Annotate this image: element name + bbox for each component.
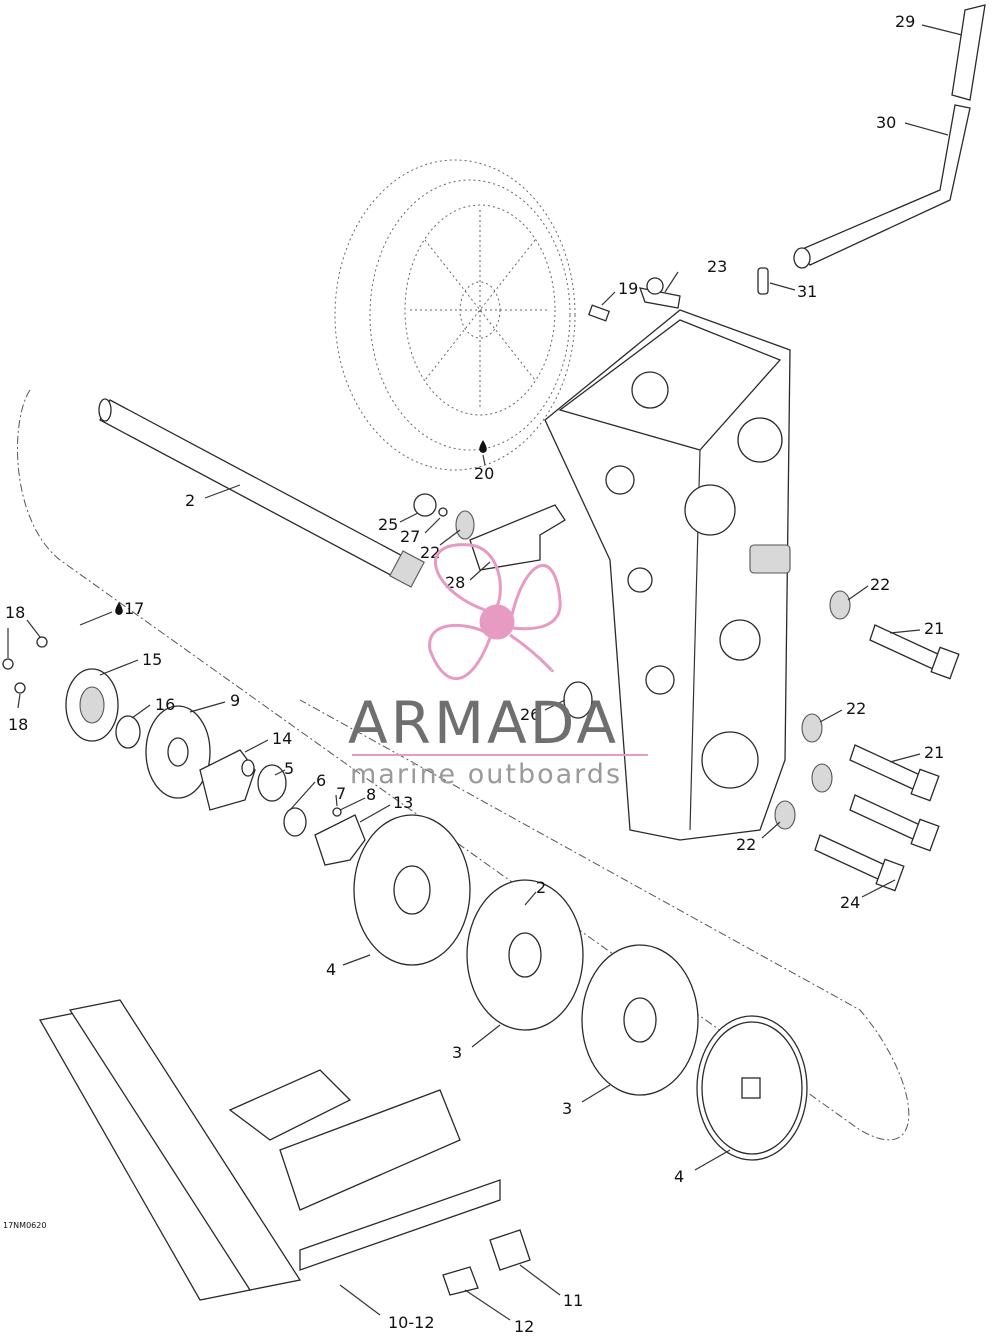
callout-18-a: 18 (5, 603, 25, 622)
track-outline (17, 389, 910, 1141)
key (587, 304, 611, 322)
callout-2: 2 (185, 491, 195, 510)
callout-11: 11 (563, 1291, 583, 1310)
callout-22-d: 22 (736, 835, 756, 854)
washer (438, 507, 448, 517)
chaincase-housing (544, 309, 791, 841)
callout-21-a: 21 (924, 619, 944, 638)
callout-25: 25 (378, 515, 398, 534)
callout-22-b: 22 (870, 575, 890, 594)
callout-26: 26 (520, 705, 540, 724)
oil-drop-icon (115, 602, 123, 615)
track-belt (38, 999, 501, 1301)
callout-19: 19 (618, 279, 638, 298)
watermark-title: ARMADA (348, 689, 619, 757)
callout-4-a: 4 (326, 960, 336, 979)
wheel-plate (696, 1015, 808, 1161)
callout-7: 7 (336, 784, 346, 803)
callout-15: 15 (142, 650, 162, 669)
callout-4-b: 4 (674, 1167, 684, 1186)
pin (757, 267, 769, 295)
sprocket-1 (353, 814, 471, 966)
callout-23: 23 (707, 257, 727, 276)
callout-2-b: 2 (536, 878, 546, 897)
callout-21-b: 21 (924, 743, 944, 762)
reference-code: 17NM0620 (3, 1221, 46, 1230)
drive-shaft (98, 398, 425, 588)
track-clip-12 (442, 1266, 479, 1296)
callout-17: 17 (124, 599, 144, 618)
drive-wheel-dotted (334, 159, 576, 471)
callouts: 29 30 23 19 31 20 2 25 27 22 2 8 22 21 18… (3, 12, 944, 1336)
callout-12: 12 (514, 1317, 534, 1336)
lever-handle (793, 4, 986, 269)
track-clip-11 (489, 1229, 531, 1271)
callout-3-b: 3 (562, 1099, 572, 1118)
callout-10-12: 10-12 (388, 1313, 435, 1332)
callout-27: 27 (400, 527, 420, 546)
callout-5: 5 (284, 759, 294, 778)
callout-18-b: 18 (8, 715, 28, 734)
lock-nut (455, 510, 475, 540)
leader-lines (7, 24, 963, 1321)
callout-24: 24 (840, 893, 860, 912)
callout-31: 31 (797, 282, 817, 301)
callout-22-c: 22 (846, 699, 866, 718)
sprocket-2 (466, 879, 584, 1031)
oil-drop-icon (479, 440, 487, 453)
bracket (469, 504, 566, 571)
callout-14: 14 (272, 729, 292, 748)
callout-3-a: 3 (452, 1043, 462, 1062)
bearing-assembly (2, 636, 366, 866)
callout-9: 9 (230, 691, 240, 710)
nut (413, 493, 437, 517)
callout-6: 6 (316, 771, 326, 790)
bolts-right (774, 590, 960, 892)
propeller-logo-icon (428, 543, 562, 680)
callout-30: 30 (876, 113, 896, 132)
callout-20: 20 (474, 464, 494, 483)
sprocket-3 (581, 944, 699, 1096)
callout-16: 16 (155, 695, 175, 714)
callout-8: 8 (366, 785, 376, 804)
callout-13: 13 (393, 793, 413, 812)
callout-29: 29 (895, 12, 915, 31)
watermark-subtitle: marine outboards (350, 759, 622, 790)
